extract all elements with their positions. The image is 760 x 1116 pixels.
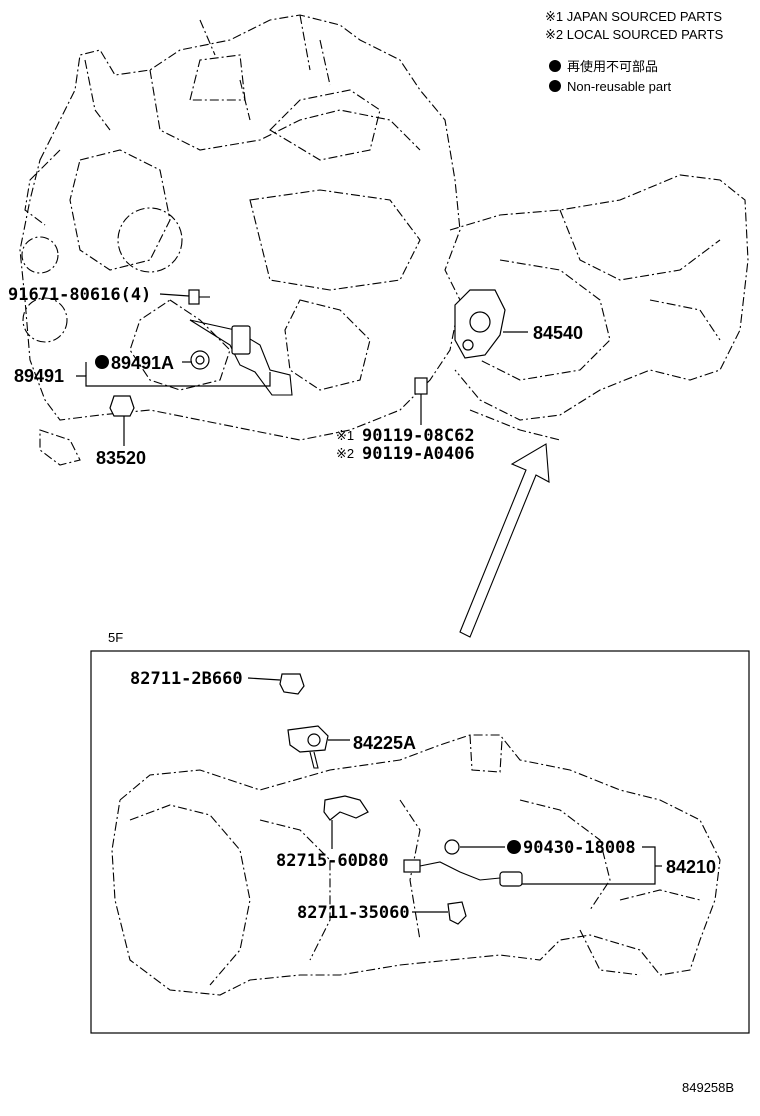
upper-part-labels: 91671-80616(4) 89491 89491A 83520 84540 …: [8, 285, 583, 468]
part-label-90430-18008[interactable]: 90430-18008: [523, 838, 636, 858]
arrow-to-transmission-icon: [459, 443, 550, 638]
part-label-90119-08C62[interactable]: 90119-08C62: [362, 426, 475, 446]
engine-transmission-illustration: [19, 14, 749, 466]
gasket-icon: [444, 839, 460, 855]
speed-sensor-icon: [499, 871, 523, 887]
manual-transmission-illustration: [111, 673, 721, 996]
local-mark: ※2: [336, 446, 354, 461]
note-japan-sourced: ※1 JAPAN SOURCED PARTS: [545, 9, 722, 24]
diagram-code: 849258B: [682, 1080, 734, 1095]
legend: ※1 JAPAN SOURCED PARTS ※2 LOCAL SOURCED …: [545, 9, 724, 94]
part-label-89491A[interactable]: 89491A: [111, 353, 174, 373]
wire-bracket-icon: [323, 795, 369, 821]
clamp-icon: [447, 901, 467, 925]
bolt-icon: [188, 289, 200, 305]
note-non-reusable-jp: 再使用不可部品: [567, 59, 658, 74]
part-label-91671-80616[interactable]: 91671-80616(4): [8, 285, 151, 305]
lower-part-labels: 82711-2B660 84225A 82715-60D80 90430-180…: [130, 669, 716, 923]
part-label-89491[interactable]: 89491: [14, 366, 64, 386]
non-reusable-bullet-icon: [95, 355, 109, 369]
part-label-82711-2B660[interactable]: 82711-2B660: [130, 669, 243, 689]
part-label-83520[interactable]: 83520: [96, 448, 146, 468]
part-label-90119-A0406[interactable]: 90119-A0406: [362, 444, 475, 464]
part-label-84210[interactable]: 84210: [666, 857, 716, 877]
part-label-82715-60D80[interactable]: 82715-60D80: [276, 851, 389, 871]
note-local-sourced: ※2 LOCAL SOURCED PARTS: [545, 27, 724, 42]
part-label-84225A[interactable]: 84225A: [353, 733, 416, 753]
manual-transmission-inset-frame: [90, 650, 750, 1034]
note-non-reusable-en: Non-reusable part: [567, 79, 671, 94]
inset-label-5f: 5F: [108, 630, 123, 645]
clamp-icon: [279, 673, 305, 695]
connector-icon: [403, 859, 421, 873]
non-reusable-bullet-icon: [549, 80, 561, 92]
part-label-82711-35060[interactable]: 82711-35060: [297, 903, 410, 923]
non-reusable-bullet-icon: [507, 840, 521, 854]
japan-mark: ※1: [336, 428, 354, 443]
oil-pressure-switch-icon: [109, 395, 135, 417]
part-label-84540[interactable]: 84540: [533, 323, 583, 343]
non-reusable-bullet-icon: [549, 60, 561, 72]
speed-sensor-bracket-icon: [231, 325, 251, 355]
bolt-icon: [414, 377, 428, 395]
